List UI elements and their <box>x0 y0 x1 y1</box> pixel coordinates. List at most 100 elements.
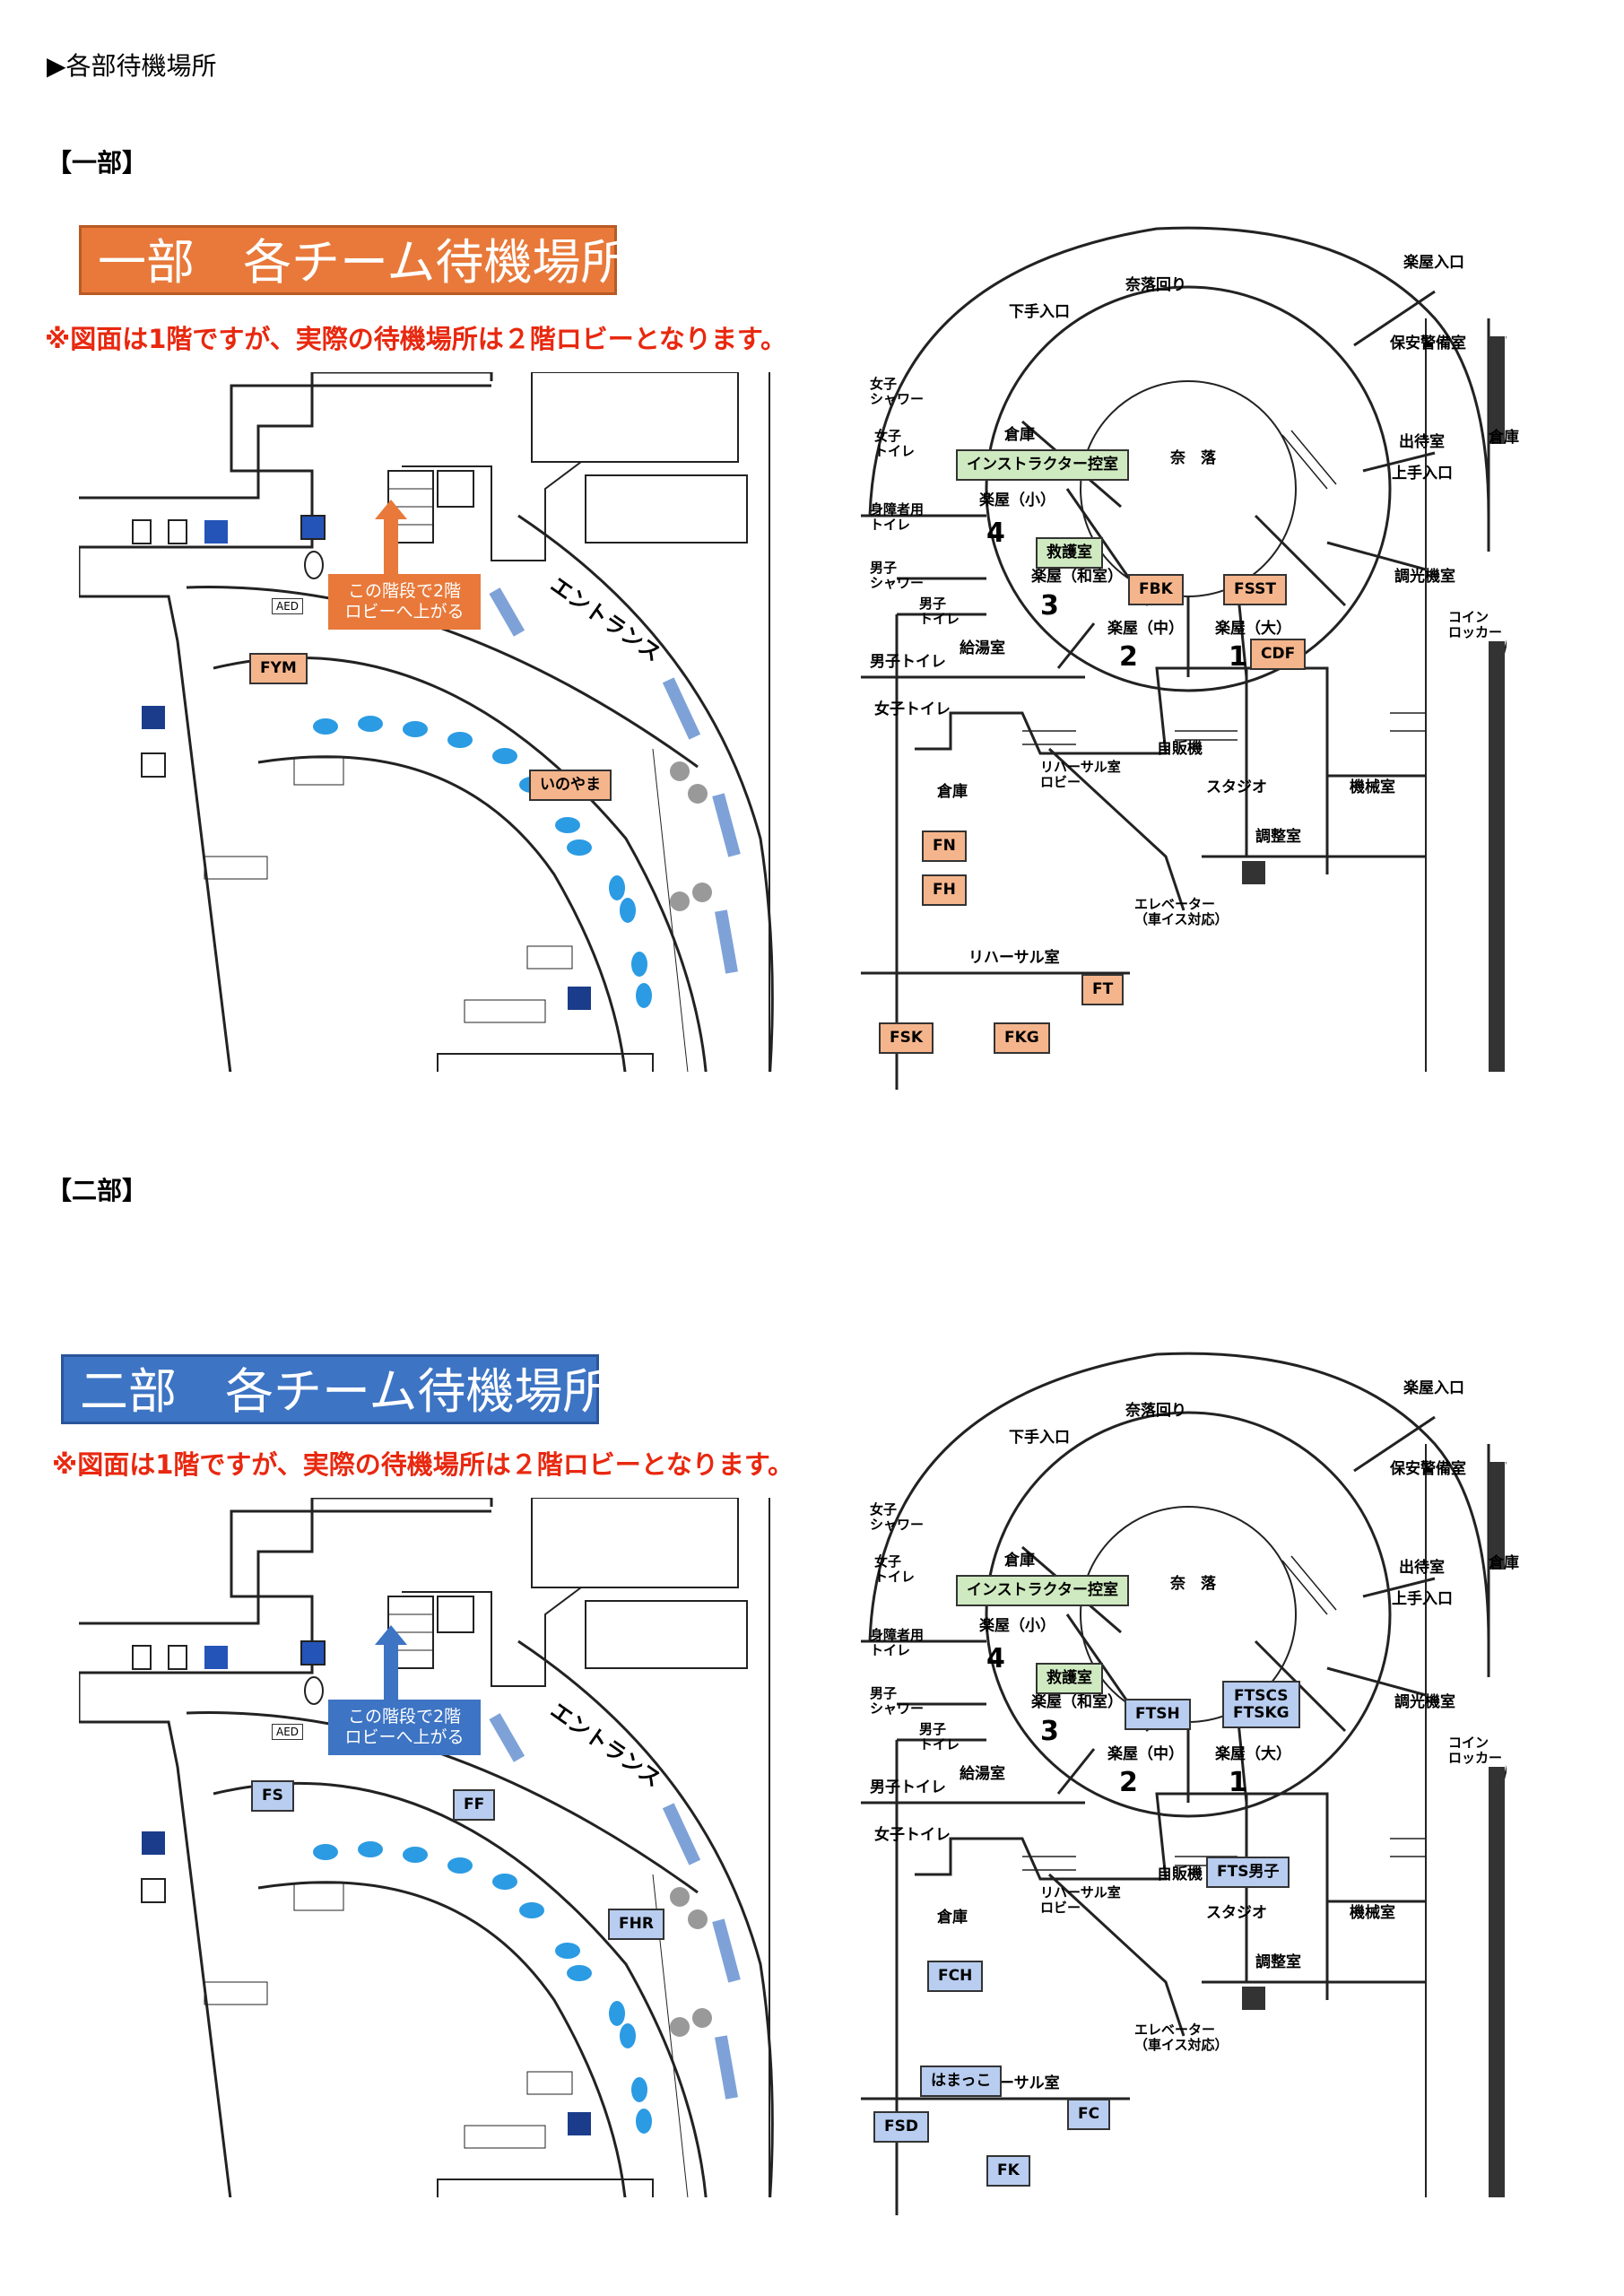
room-label-shougai-toilet: 身障者用トイレ <box>870 1627 925 1658</box>
stair-note: この階段で2階ロビーへ上がる <box>328 1700 481 1755</box>
room-label-kyutou: 給湯室 <box>960 1765 1005 1783</box>
room-label-studio: スタジオ <box>1206 1904 1267 1922</box>
room-label-gakuya-dai: 楽屋（大） <box>1215 620 1291 638</box>
room-label-gakuya-dai: 楽屋（大） <box>1215 1745 1291 1763</box>
up-arrow-icon <box>375 500 407 519</box>
team-tag: FC <box>1067 2099 1111 2130</box>
left-floor-plan-lines <box>79 372 774 1072</box>
room-label-hoan: 保安警備室 <box>1390 1460 1466 1478</box>
team-tag: いのやま <box>529 770 612 801</box>
room-label-gakuya-sho: 楽屋（小） <box>979 1617 1055 1635</box>
room-label-joshi-shower: 女子シャワー <box>870 1501 925 1533</box>
room-label-souko3: 倉庫 <box>937 783 968 801</box>
up-arrow-stem <box>384 517 398 575</box>
room-label-jihanki: 自販機 <box>1157 740 1203 758</box>
room-label-choukou: 調光機室 <box>1394 568 1455 586</box>
section-title: 【一部】 <box>47 148 148 178</box>
room-label-joshi-toilet: 女子トイレ <box>874 1826 951 1844</box>
room-label-naraku-mawari: 奈落回り <box>1125 276 1186 294</box>
room-label-elevator: エレベーター（車イス対応） <box>1134 2022 1229 2053</box>
team-tag: FSD <box>873 2111 929 2143</box>
room-label-kyutou: 給湯室 <box>960 639 1005 657</box>
room-label-gakuya-wa: 楽屋（和室） <box>1031 568 1123 586</box>
floor-note: ※図面は1階ですが、実際の待機場所は２階ロビーとなります。 <box>52 1449 795 1480</box>
room-label-souko: 倉庫 <box>1004 1552 1035 1570</box>
room-label-joshi-toilet-v: 女子トイレ <box>874 428 916 459</box>
room-label-demachi: 出待室 <box>1399 433 1445 451</box>
room-label-joshi-toilet: 女子トイレ <box>874 700 951 718</box>
aed-label: AED <box>272 598 304 614</box>
room-label-n3: 3 <box>1040 590 1059 622</box>
right-floor-plan-lines <box>861 226 1507 1090</box>
room-label-kamite: 上手入口 <box>1392 465 1453 483</box>
room-label-naraku-mawari: 奈落回り <box>1125 1402 1186 1420</box>
team-tag: FSK <box>879 1022 934 1054</box>
right-floor-map <box>861 193 1507 1090</box>
room-label-coin-locker: コインロッカー <box>1448 1735 1503 1766</box>
left-floor-plan-lines <box>79 1498 774 2197</box>
section-banner: 二部 各チーム待機場所 <box>61 1354 611 1424</box>
room-label-coin-locker: コインロッカー <box>1448 609 1503 640</box>
room-label-kikai: 機械室 <box>1350 778 1395 796</box>
team-tag: FK <box>986 2155 1030 2187</box>
room-label-gakuya-iriguchi: 楽屋入口 <box>1403 1379 1464 1397</box>
right-floor-plan-lines <box>861 1352 1507 2215</box>
room-label-joshi-toilet-v: 女子トイレ <box>874 1553 916 1585</box>
room-label-danshi-toilet-v: 男子トイレ <box>919 1721 960 1752</box>
room-label-kikai: 機械室 <box>1350 1904 1395 1922</box>
team-tag: FSST <box>1223 574 1287 605</box>
team-tag: FT <box>1081 974 1125 1005</box>
room-label-danshi-shower: 男子シャワー <box>870 1685 925 1717</box>
room-label-gakuya-sho: 楽屋（小） <box>979 491 1055 509</box>
room-label-n4: 4 <box>986 517 1005 549</box>
room-label-shimote: 下手入口 <box>1009 303 1070 321</box>
room-label-studio: スタジオ <box>1206 778 1267 796</box>
room-label-danshi-shower: 男子シャワー <box>870 560 925 591</box>
team-tag: FH <box>922 874 967 906</box>
room-label-shimote: 下手入口 <box>1009 1429 1070 1447</box>
room-label-rehearsal-lobby: リハーサル室ロビー <box>1040 759 1121 790</box>
room-label-gakuya-wa: 楽屋（和室） <box>1031 1693 1123 1711</box>
team-tag: FS <box>251 1780 294 1812</box>
room-label-rehearsal-lobby: リハーサル室ロビー <box>1040 1884 1121 1916</box>
team-tag: はまっこ <box>920 2066 1003 2097</box>
first-aid-room-tag: 救護室 <box>1036 537 1103 569</box>
room-label-hoan: 保安警備室 <box>1390 335 1466 352</box>
room-label-chousei: 調整室 <box>1255 1953 1301 1971</box>
room-label-choukou: 調光機室 <box>1394 1693 1455 1711</box>
team-tag: CDF <box>1250 639 1307 670</box>
room-label-danshi-toilet: 男子トイレ <box>870 653 946 671</box>
room-label-kamite: 上手入口 <box>1392 1590 1453 1608</box>
left-floor-map <box>79 1498 778 2197</box>
team-tag: FYM <box>249 653 308 684</box>
first-aid-room-tag: 救護室 <box>1036 1663 1103 1694</box>
room-label-n4: 4 <box>986 1643 1005 1674</box>
room-label-souko2: 倉庫 <box>1489 1554 1519 1572</box>
room-label-rehearsal: リハーサル室 <box>968 949 1060 967</box>
team-tag: FTSH <box>1125 1699 1191 1730</box>
section-banner: 一部 各チーム待機場所 <box>79 225 629 295</box>
room-label-jihanki: 自販機 <box>1157 1866 1203 1883</box>
team-tag: FF <box>453 1789 496 1821</box>
room-label-n3: 3 <box>1040 1716 1059 1747</box>
room-label-gakuya-iriguchi: 楽屋入口 <box>1403 254 1464 272</box>
room-label-souko3: 倉庫 <box>937 1909 968 1926</box>
instructor-room-tag: インストラクター控室 <box>956 1575 1129 1606</box>
team-tag: FBK <box>1128 574 1184 605</box>
room-label-elevator: エレベーター（車イス対応） <box>1134 896 1229 927</box>
room-label-n2: 2 <box>1119 641 1138 673</box>
right-floor-map <box>861 1318 1507 2215</box>
team-tag: FCH <box>927 1961 984 1992</box>
room-label-gakuya-chu: 楽屋（中） <box>1107 620 1184 638</box>
room-label-naraku: 奈 落 <box>1170 449 1216 467</box>
team-tag: FN <box>922 831 967 862</box>
room-label-naraku: 奈 落 <box>1170 1575 1216 1593</box>
team-tag: FHR <box>608 1909 664 1940</box>
stair-note: この階段で2階ロビーへ上がる <box>328 574 481 630</box>
room-label-n2: 2 <box>1119 1767 1138 1798</box>
up-arrow-stem <box>384 1643 398 1700</box>
room-label-demachi: 出待室 <box>1399 1559 1445 1577</box>
up-arrow-icon <box>375 1625 407 1645</box>
instructor-room-tag: インストラクター控室 <box>956 449 1129 481</box>
